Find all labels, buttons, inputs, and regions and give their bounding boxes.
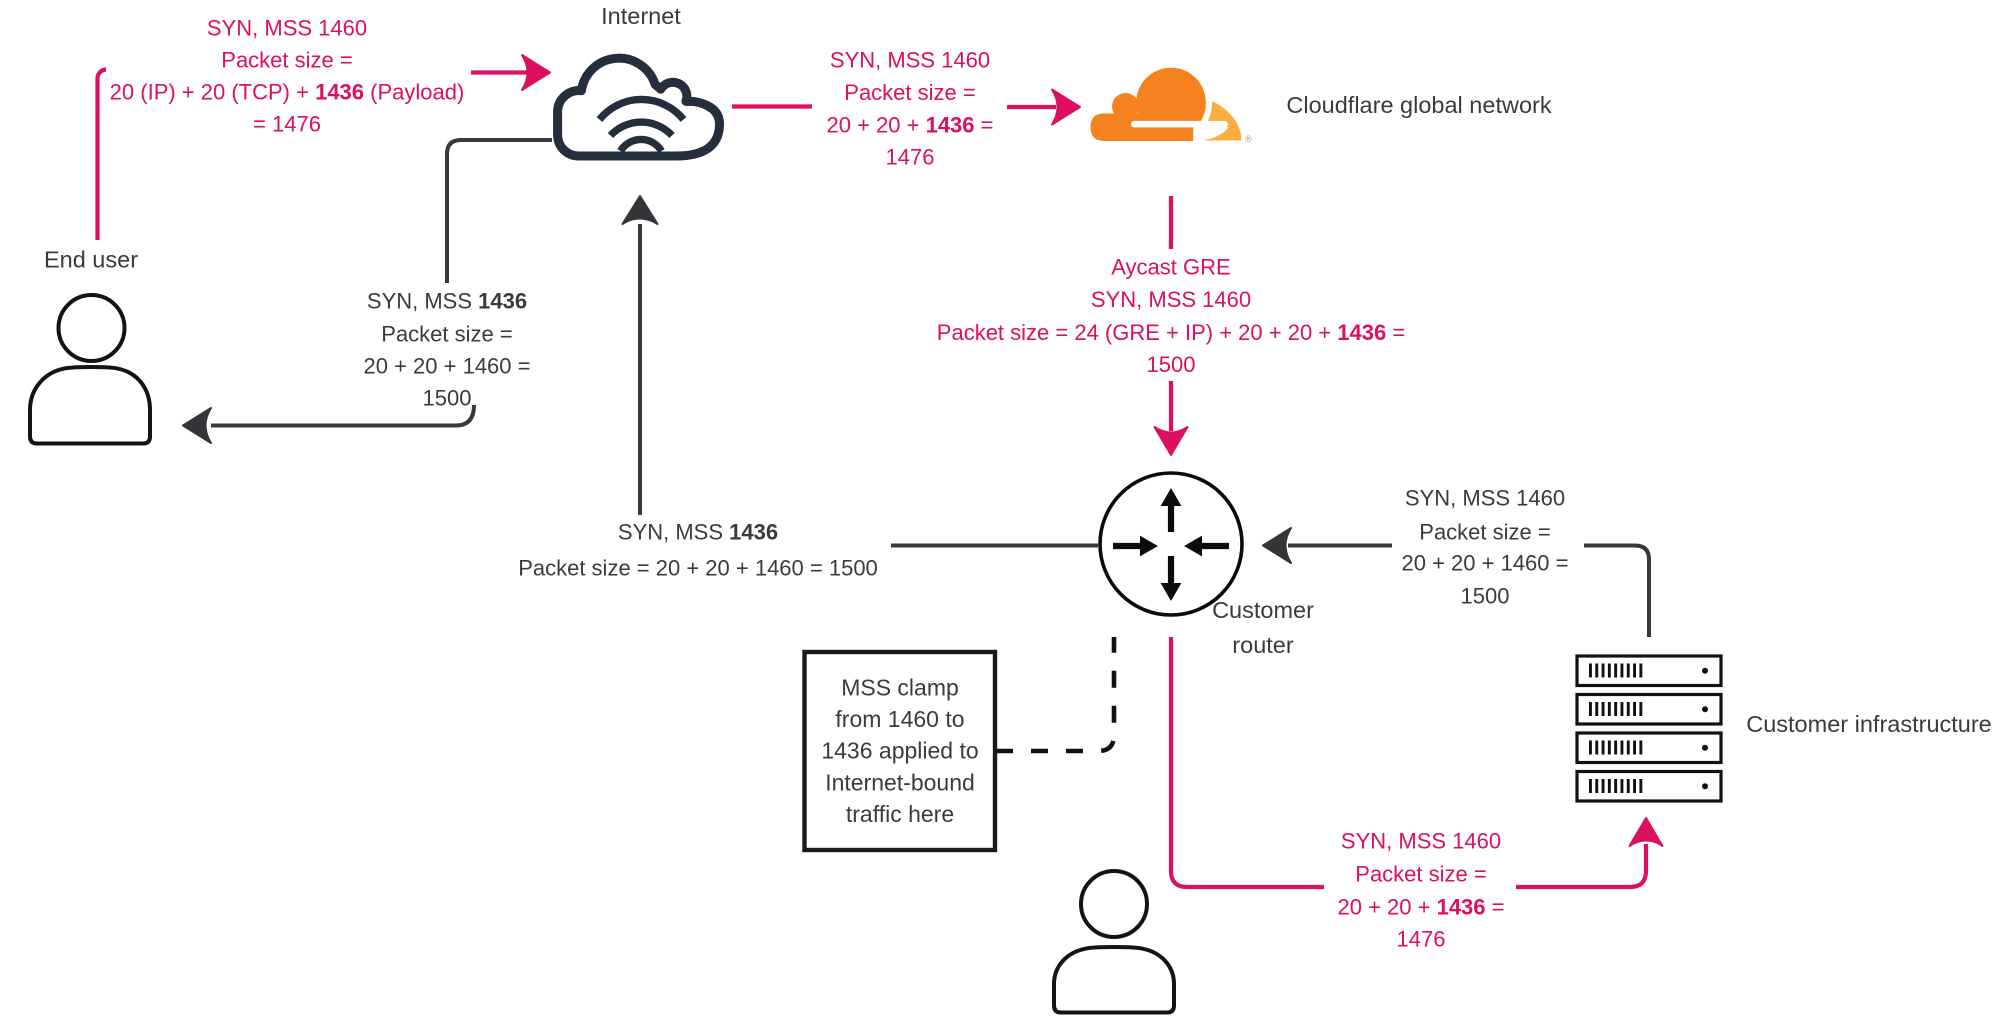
svg-text:SYN, MSS 1460: SYN, MSS 1460 [1341,829,1501,854]
svg-text:from 1460 to: from 1460 to [835,706,964,732]
svg-text:1500: 1500 [1147,352,1196,377]
svg-text:Customer infrastructure: Customer infrastructure [1746,711,1992,737]
svg-text:router: router [1232,632,1294,658]
svg-text:20 (IP) + 20 (TCP) + 1436 (Pay: 20 (IP) + 20 (TCP) + 1436 (Payload) [110,80,465,105]
svg-text:= 1476: = 1476 [253,112,321,137]
svg-text:1476: 1476 [886,145,935,170]
svg-text:Internet: Internet [601,3,681,29]
svg-text:Customer: Customer [1212,597,1314,623]
svg-text:traffic here: traffic here [846,801,954,827]
svg-text:20 + 20 + 1460 =: 20 + 20 + 1460 = [364,354,531,379]
svg-text:Cloudflare global network: Cloudflare global network [1286,92,1551,118]
svg-text:Packet size =: Packet size = [1419,520,1550,545]
svg-text:SYN, MSS 1436: SYN, MSS 1436 [618,520,778,545]
svg-text:1436 applied to: 1436 applied to [821,738,978,764]
svg-text:SYN, MSS 1460: SYN, MSS 1460 [207,16,367,41]
svg-text:20 + 20 + 1436 =: 20 + 20 + 1436 = [826,113,993,138]
svg-text:1500: 1500 [423,386,472,411]
svg-text:Packet size =: Packet size = [1355,862,1486,887]
svg-text:1476: 1476 [1397,927,1446,952]
svg-text:SYN, MSS 1436: SYN, MSS 1436 [367,289,527,314]
svg-text:Packet size = 24 (GRE + IP) +: Packet size = 24 (GRE + IP) + 20 + 20 + … [937,320,1405,345]
svg-text:20 + 20 + 1436 =: 20 + 20 + 1436 = [1337,895,1504,920]
svg-text:20 + 20 + 1460 =: 20 + 20 + 1460 = [1402,551,1569,576]
svg-text:Packet size = 20 + 20 + 1460 =: Packet size = 20 + 20 + 1460 = 1500 [518,556,878,581]
svg-text:MSS clamp: MSS clamp [841,675,959,701]
svg-text:Aycast GRE: Aycast GRE [1111,255,1230,280]
svg-text:SYN, MSS 1460: SYN, MSS 1460 [830,48,990,73]
svg-text:End user: End user [44,247,138,273]
svg-text:1500: 1500 [1461,584,1510,609]
svg-text:SYN, MSS 1460: SYN, MSS 1460 [1091,287,1251,312]
svg-text:Packet size =: Packet size = [221,48,352,73]
svg-text:®: ® [1245,134,1252,144]
svg-text:Packet size =: Packet size = [844,80,975,105]
svg-text:Packet size =: Packet size = [381,322,512,347]
svg-text:SYN, MSS 1460: SYN, MSS 1460 [1405,486,1565,511]
svg-text:Internet-bound: Internet-bound [825,770,975,796]
